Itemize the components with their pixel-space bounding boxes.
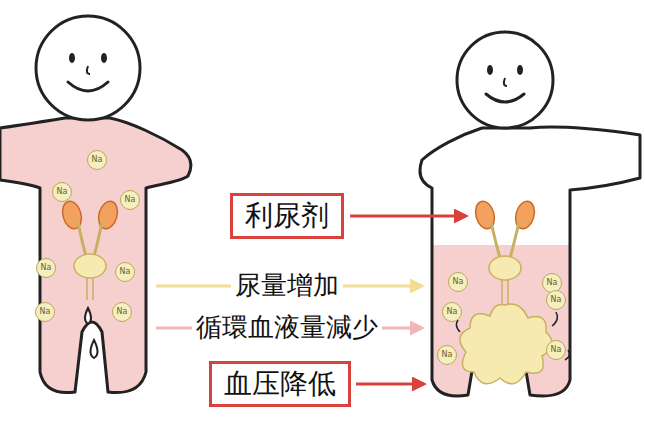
sodium-particle: Na xyxy=(546,340,566,360)
sodium-symbol: Na xyxy=(125,195,136,205)
sodium-symbol: Na xyxy=(120,267,131,277)
sodium-particle: Na xyxy=(442,302,462,322)
red-arrow xyxy=(350,215,466,218)
sodium-symbol: Na xyxy=(547,278,558,288)
dehydrated-body-figure xyxy=(420,32,640,396)
sodium-particle: Na xyxy=(546,290,566,310)
label-box: 利尿剂 xyxy=(230,193,344,239)
box-label: 利尿剂 xyxy=(245,199,329,233)
sodium-symbol: Na xyxy=(40,307,51,317)
label-box: 血压降低 xyxy=(209,361,351,407)
sodium-particle: Na xyxy=(112,302,132,322)
sodium-particle: Na xyxy=(115,262,135,282)
sodium-symbol: Na xyxy=(551,295,562,305)
sodium-particle: Na xyxy=(52,182,72,202)
sodium-particle: Na xyxy=(36,258,56,278)
sodium-symbol: Na xyxy=(57,187,68,197)
sodium-particle: Na xyxy=(448,272,468,292)
sodium-symbol: Na xyxy=(92,155,103,165)
sodium-symbol: Na xyxy=(41,263,52,273)
full-body-figure xyxy=(0,16,191,393)
flow-label: 循環血液量減少 xyxy=(192,312,382,343)
sodium-symbol: Na xyxy=(551,345,562,355)
sodium-particle: Na xyxy=(437,345,457,365)
sodium-particle: Na xyxy=(87,150,107,170)
red-arrow xyxy=(356,383,424,386)
sodium-particle: Na xyxy=(35,302,55,322)
box-label: 血压降低 xyxy=(224,367,336,401)
sodium-particle: Na xyxy=(120,190,140,210)
sodium-symbol: Na xyxy=(117,307,128,317)
sodium-symbol: Na xyxy=(447,307,458,317)
sodium-symbol: Na xyxy=(453,277,464,287)
flow-label: 尿量增加 xyxy=(231,270,343,301)
sodium-symbol: Na xyxy=(442,350,453,360)
